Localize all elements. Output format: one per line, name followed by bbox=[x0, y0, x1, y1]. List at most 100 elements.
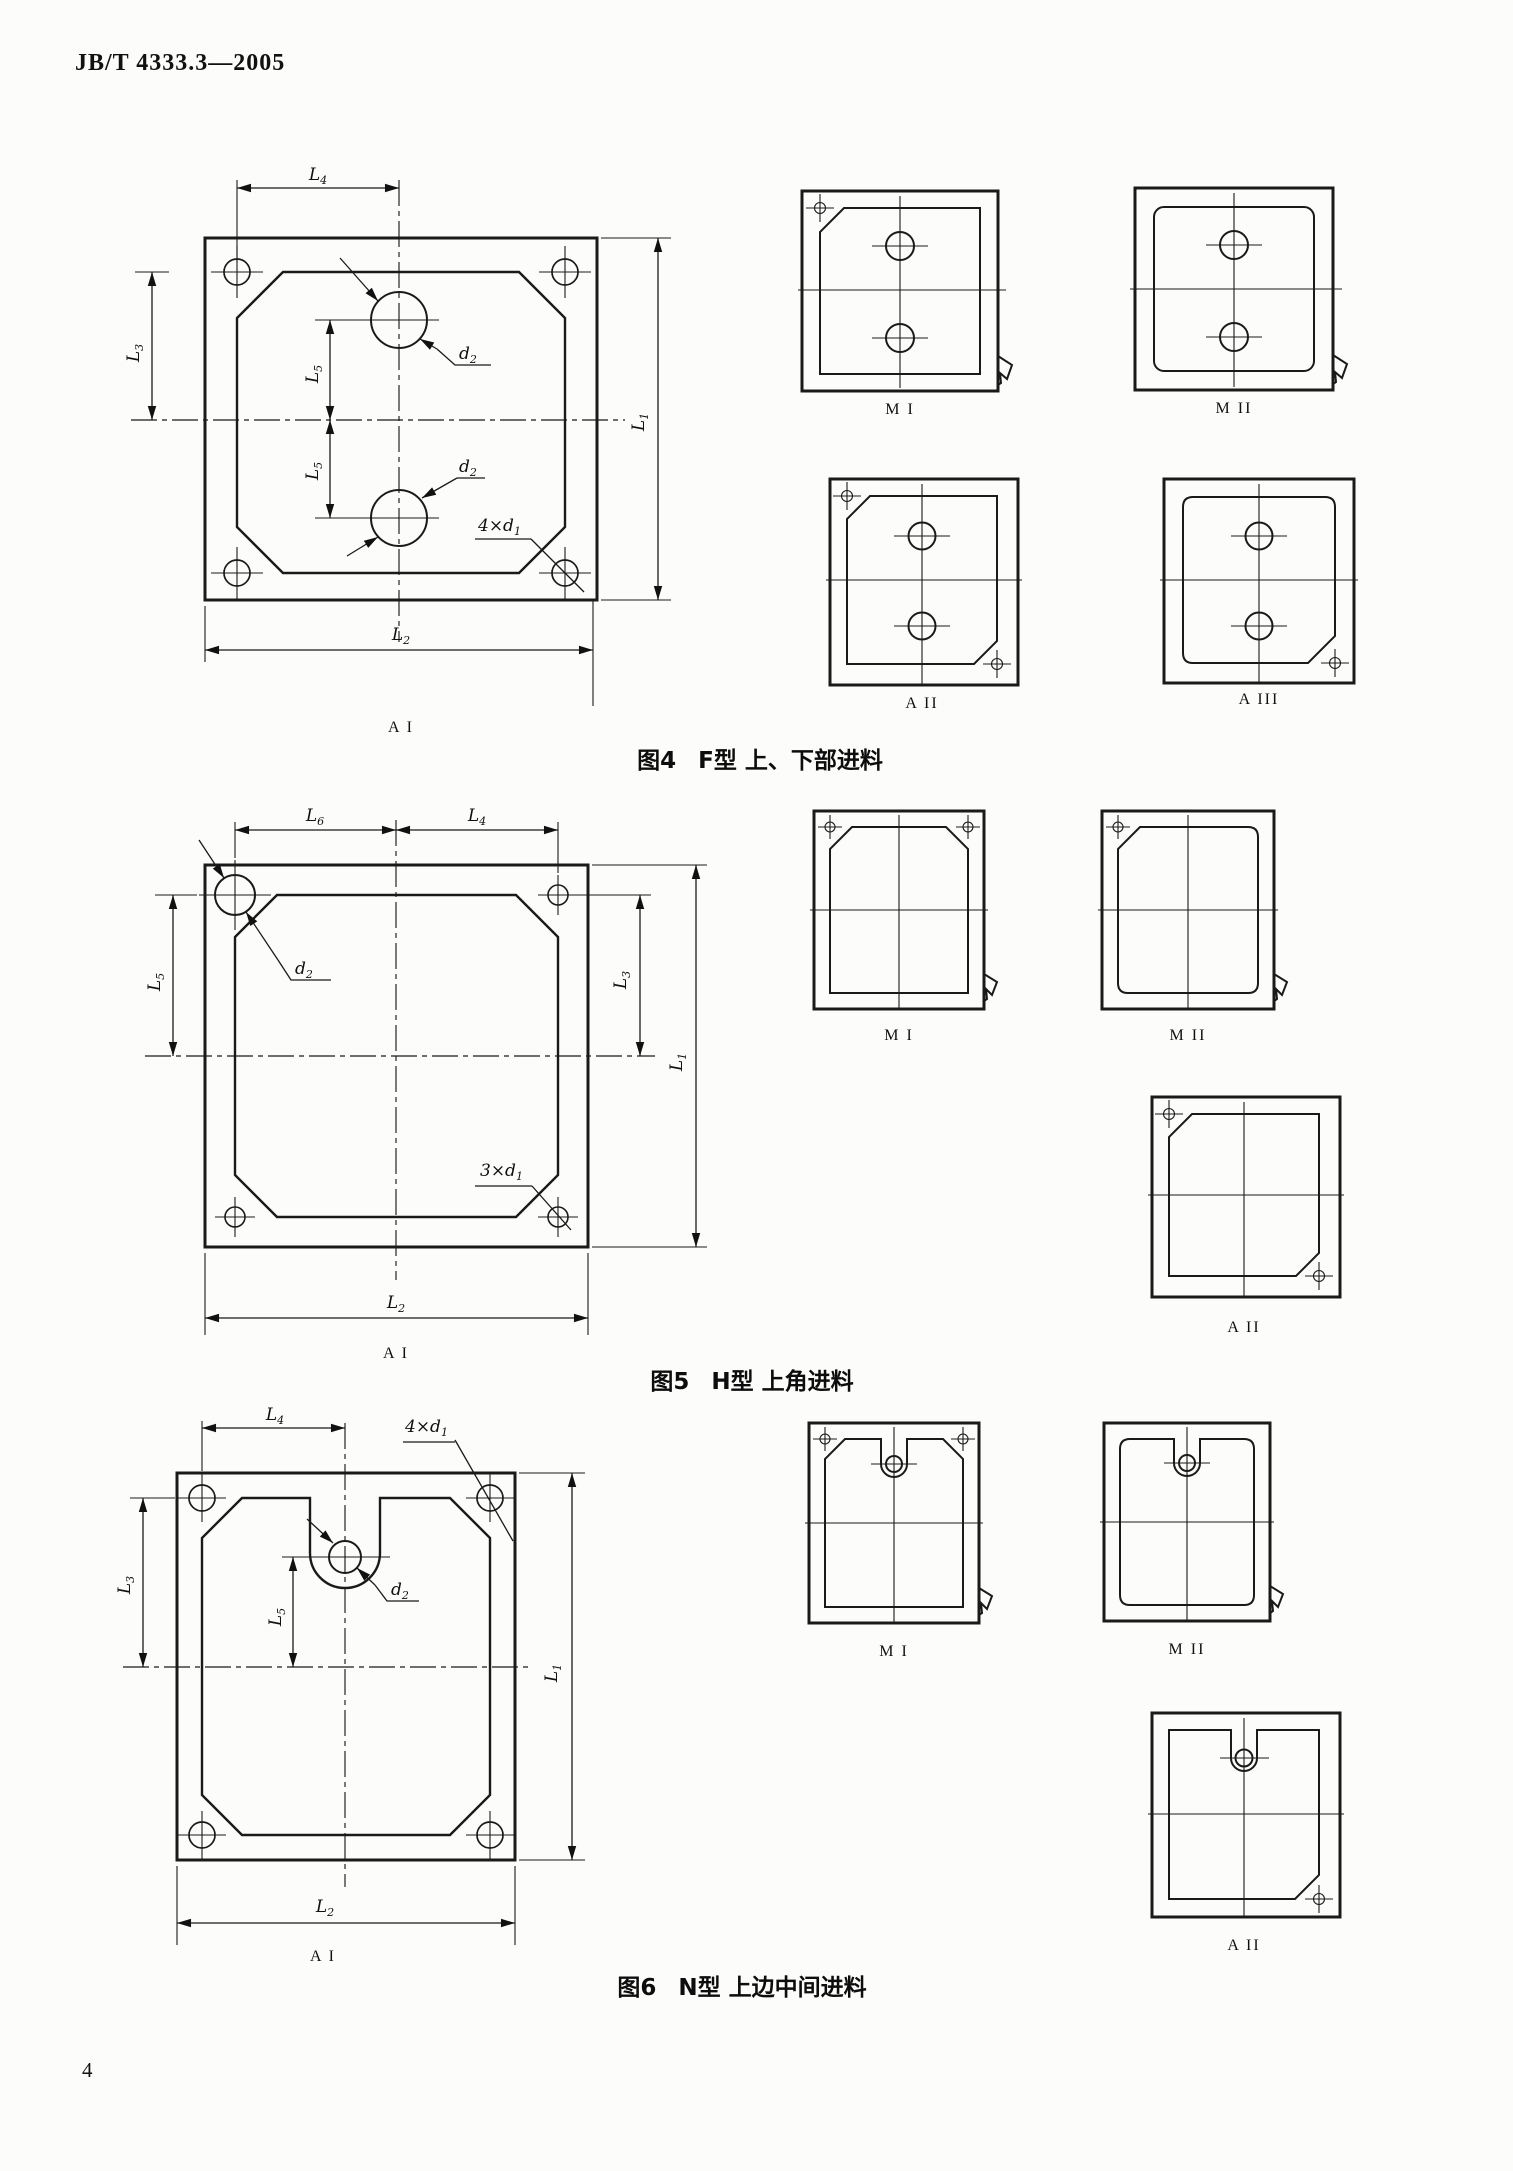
dim-label-l3: L3 bbox=[611, 971, 633, 990]
corner-hole-icon bbox=[813, 1427, 837, 1451]
fig5-variant-m1-drawing: M I bbox=[810, 809, 999, 1044]
dim-label-l4: L4 bbox=[265, 1405, 284, 1427]
dimension-l1: L1 bbox=[601, 237, 671, 601]
corner-hole-icon bbox=[1305, 1885, 1333, 1913]
figure-5-caption-number: 图5 bbox=[650, 1369, 690, 1395]
dimension-l2: L2 bbox=[204, 600, 594, 706]
plate-inner-border bbox=[846, 495, 998, 665]
feed-hole-lower bbox=[894, 611, 950, 641]
leader-4xd1: 4×d1 bbox=[475, 516, 585, 593]
fig5-variant-a2-label: A II bbox=[1227, 1319, 1260, 1336]
dimension-l2: L2 bbox=[176, 1866, 516, 1945]
dim-label-d2: d2 bbox=[391, 1580, 409, 1602]
dimension-l4: L4 bbox=[236, 165, 399, 262]
corner-hole-icon bbox=[806, 194, 834, 222]
figure-4-caption-text: F型 上、下部进料 bbox=[698, 748, 883, 774]
leader-d2: d2 bbox=[198, 839, 331, 981]
corner-hole-icon bbox=[1155, 1100, 1183, 1128]
dimension-l4: L4 bbox=[396, 806, 559, 873]
feed-hole-center bbox=[282, 1540, 390, 1574]
dimension-l3: L3 bbox=[124, 271, 169, 420]
figure-4-caption-number: 图4 bbox=[637, 748, 677, 774]
plate-inner-border bbox=[200, 1496, 492, 1837]
corner-hole-icon bbox=[538, 875, 578, 915]
corner-hole-icon bbox=[178, 1811, 226, 1859]
fig4-variant-m1-label: M I bbox=[885, 401, 915, 418]
dim-label-4xd1: 4×d1 bbox=[477, 516, 521, 538]
spout-icon bbox=[997, 355, 1014, 386]
fig6-plate-ai-drawing: 4×d1 d2 L4 L3 bbox=[115, 1405, 585, 1965]
dim-label-l2: L2 bbox=[315, 1897, 334, 1919]
fig6-variant-a2-label: A II bbox=[1227, 1937, 1260, 1954]
fig4-variant-a3-label: A III bbox=[1239, 691, 1280, 708]
corner-hole-icon bbox=[1305, 1262, 1333, 1290]
fig5-plate-ai-drawing: d2 3×d1 L6 L4 bbox=[145, 806, 707, 1362]
dim-label-l5: L5 bbox=[266, 1608, 288, 1627]
spout-icon bbox=[1273, 973, 1289, 1002]
plate-inner-border bbox=[824, 1438, 964, 1608]
leader-4xd1: 4×d1 bbox=[403, 1417, 514, 1542]
feed-hole-center bbox=[1164, 1454, 1210, 1472]
feed-hole-lower bbox=[1231, 611, 1287, 641]
dimension-l5: L5 bbox=[266, 1557, 298, 1667]
dimension-l2: L2 bbox=[204, 1253, 589, 1335]
dim-label-l5-lower: L5 bbox=[303, 462, 325, 481]
fig5-variant-a2-drawing: A II bbox=[1148, 1095, 1344, 1336]
standard-number-header: JB/T 4333.3—2005 bbox=[75, 50, 286, 76]
dim-label-l1: L1 bbox=[542, 1664, 564, 1683]
corner-hole-icon bbox=[818, 815, 842, 839]
dim-label-l3: L3 bbox=[115, 1576, 137, 1595]
dimension-l1: L1 bbox=[519, 1472, 585, 1861]
corner-hole-icon bbox=[1321, 649, 1349, 677]
fig6-variant-m2-label: M II bbox=[1169, 1641, 1206, 1658]
dimension-l3: L3 bbox=[578, 894, 651, 1056]
dim-label-d2-lower: d2 bbox=[459, 457, 477, 479]
dim-label-l5: L5 bbox=[145, 973, 167, 992]
fig5-variant-m2-label: M II bbox=[1170, 1027, 1207, 1044]
feed-hole-upper bbox=[1206, 230, 1262, 260]
dim-label-l1: L1 bbox=[629, 413, 651, 432]
plate-inner-border bbox=[829, 826, 969, 994]
dim-label-4xd1: 4×d1 bbox=[404, 1417, 448, 1439]
fig5-variant-m2-drawing: M II bbox=[1098, 809, 1289, 1044]
feed-hole-corner bbox=[199, 860, 271, 930]
corner-hole-icon bbox=[538, 1197, 578, 1237]
dimension-l5: L5 bbox=[145, 894, 197, 1056]
plate-inner-border bbox=[235, 270, 567, 575]
corner-hole-icon bbox=[983, 650, 1011, 678]
dimension-l5-upper: L5 bbox=[303, 319, 361, 420]
corner-hole-icon bbox=[215, 1197, 255, 1237]
fig6-variant-a2-drawing: A II bbox=[1148, 1711, 1344, 1954]
feed-hole-center bbox=[1220, 1748, 1269, 1768]
corner-hole-icon bbox=[466, 1474, 514, 1522]
fig5-plate-label: A I bbox=[383, 1345, 409, 1362]
dim-label-d2-upper: d2 bbox=[459, 344, 477, 366]
fig4-plate-ai-drawing: d2 d2 4×d1 L4 bbox=[124, 165, 671, 736]
feed-hole-lower bbox=[872, 323, 928, 353]
plate-inner-border bbox=[233, 893, 560, 1219]
dim-label-l2: L2 bbox=[391, 625, 410, 647]
feed-hole-lower bbox=[359, 489, 439, 547]
feed-hole-lower bbox=[1206, 322, 1262, 352]
dimension-l6: L6 bbox=[234, 806, 396, 858]
dimension-l1: L1 bbox=[592, 864, 707, 1248]
spout-icon bbox=[1269, 1585, 1285, 1614]
feed-hole-upper bbox=[872, 231, 928, 261]
corner-hole-icon bbox=[833, 482, 861, 510]
dim-label-l6: L6 bbox=[305, 806, 324, 828]
dim-label-3xd1: 3×d1 bbox=[480, 1161, 523, 1183]
corner-hole-icon bbox=[466, 1811, 514, 1859]
dim-label-l4: L4 bbox=[308, 165, 327, 187]
fig4-variant-m2-label: M II bbox=[1216, 400, 1253, 417]
fig6-variant-m1-label: M I bbox=[879, 1643, 909, 1660]
dimension-l3: L3 bbox=[115, 1497, 175, 1667]
corner-hole-icon bbox=[951, 1427, 975, 1451]
dim-label-l5-upper: L5 bbox=[303, 365, 325, 384]
dim-label-l3: L3 bbox=[124, 344, 146, 363]
dimension-l5-lower: L5 bbox=[303, 420, 361, 519]
feed-hole-center bbox=[871, 1455, 917, 1473]
figure-5-caption-text: H型 上角进料 bbox=[711, 1369, 854, 1395]
corner-hole-icon bbox=[211, 547, 263, 599]
